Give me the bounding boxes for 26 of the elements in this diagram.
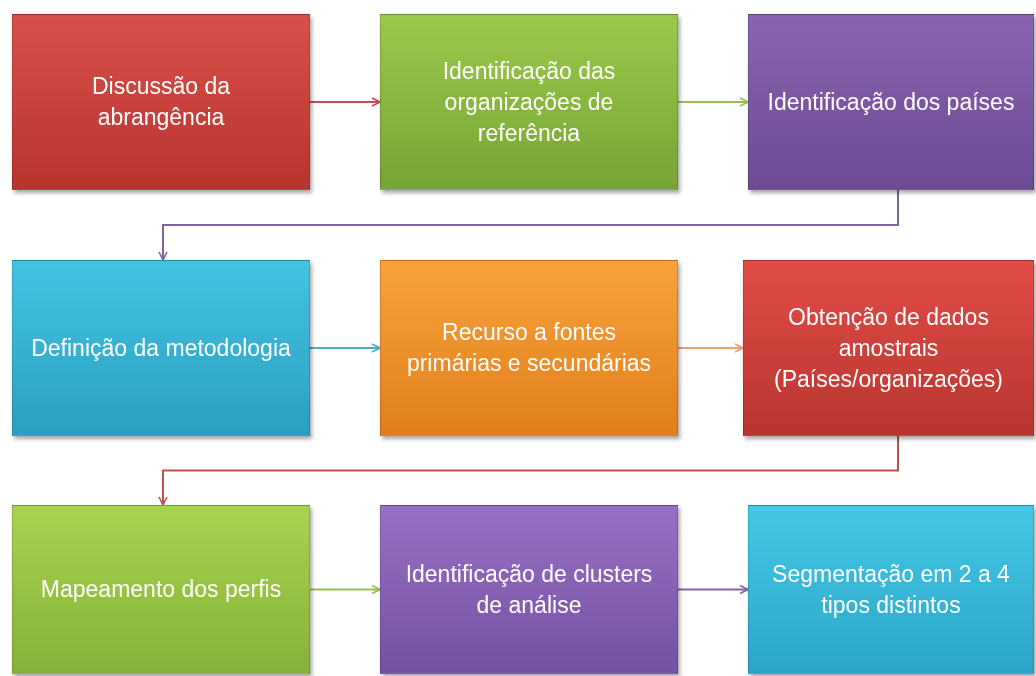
step-text: Discussão da abrangência [90,72,232,132]
process-box [748,505,1034,674]
process-box [743,260,1034,436]
step-text: Obtenção de dados amostrais (Países/organizações) [773,302,1004,394]
arrow [309,343,381,353]
arrow [677,584,749,595]
arrow [309,584,381,595]
process-box [380,260,678,436]
step-text: Identificação dos países [767,87,1015,117]
process-box [12,505,310,674]
step-text: Definição da metodologia [31,333,291,363]
step-text: Segmentação em 2 a 4 tipos distintos [771,559,1011,620]
arrow [677,97,749,107]
arrow [158,189,899,261]
process-box [12,260,310,436]
process-box [380,505,678,674]
arrow [309,97,381,107]
process-box [748,14,1034,190]
process-box [12,14,310,190]
process-box [380,14,678,190]
step-text: Identificação das organizações de referência [441,56,617,148]
step-text: Mapeamento dos perfis [40,575,282,604]
step-text: Identificação de clusters de análise [404,559,654,620]
arrow [158,435,899,506]
arrow [677,343,744,353]
step-text: Recurso a fontes primárias e secundárias [405,318,653,378]
